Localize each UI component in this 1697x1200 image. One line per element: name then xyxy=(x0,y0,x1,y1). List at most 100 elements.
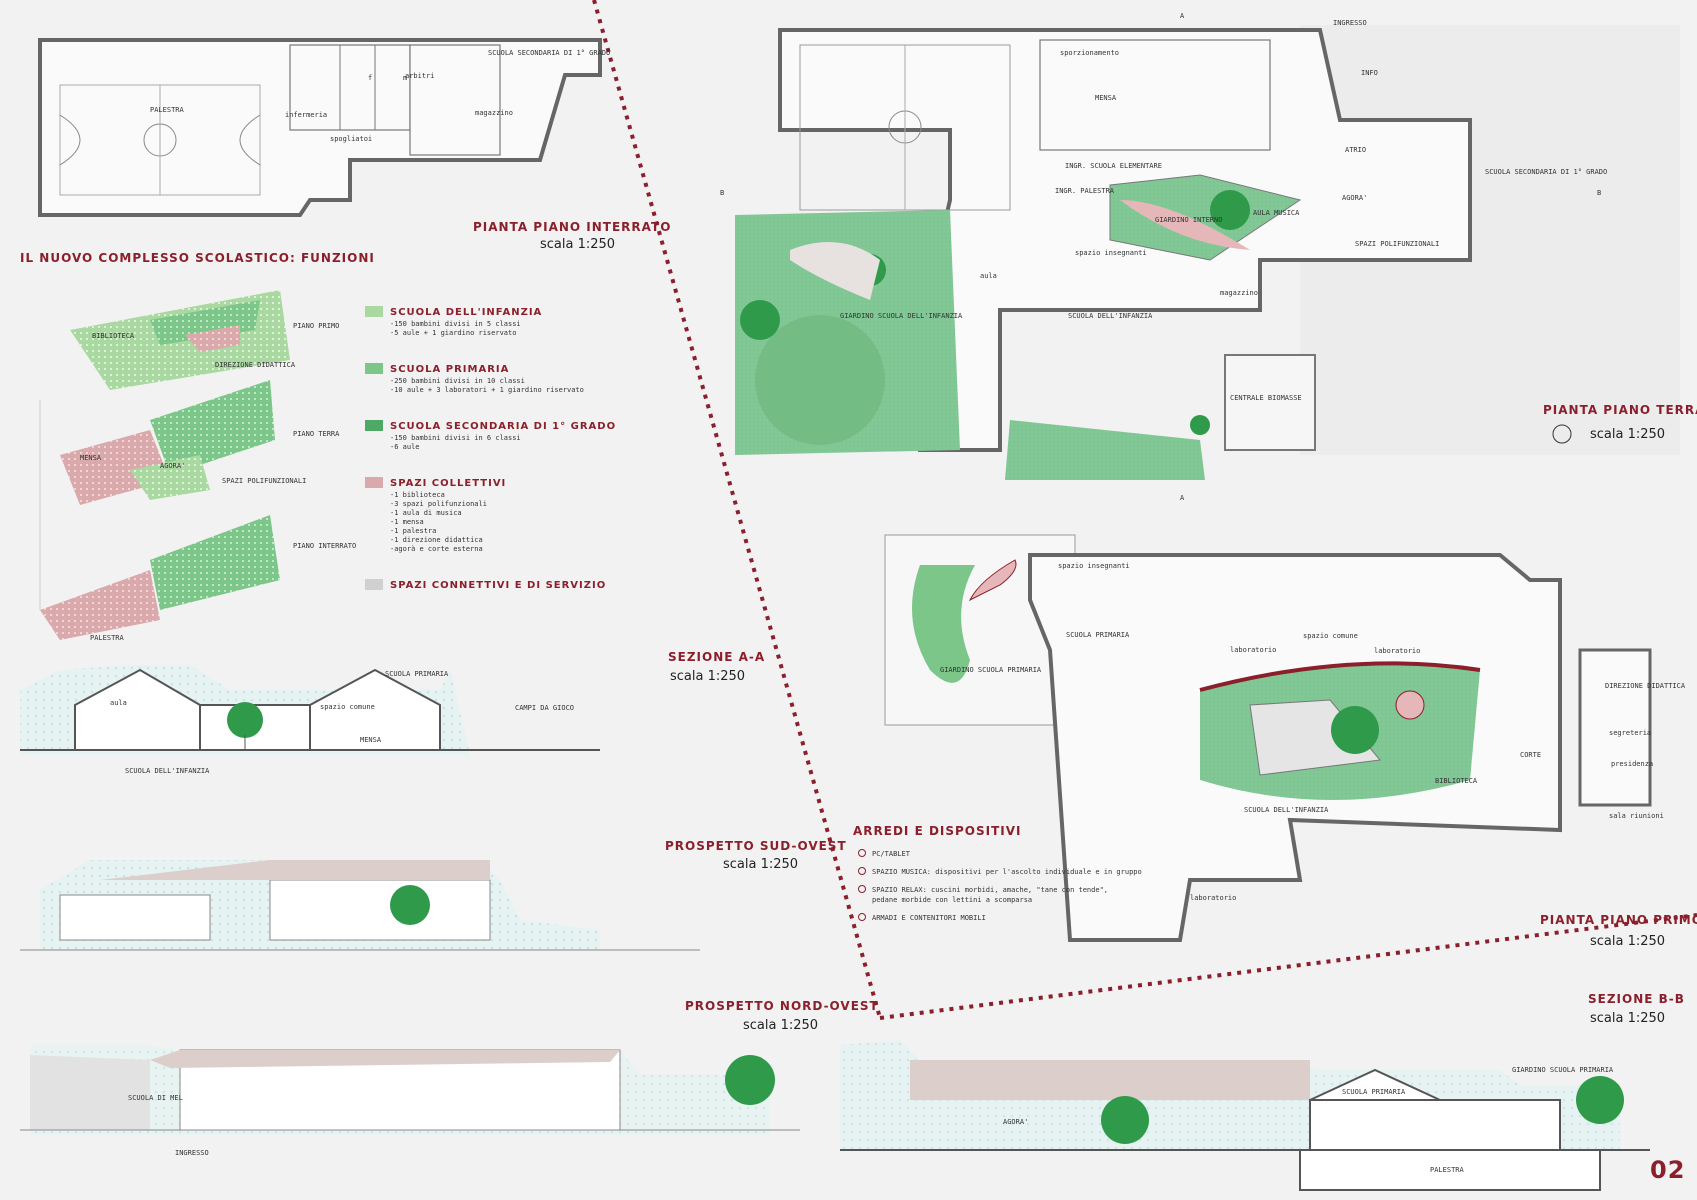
label-ingresso: INGRESSO xyxy=(1333,19,1367,27)
label-agora: AGORA' xyxy=(160,462,185,470)
scale-primo: scala 1:250 xyxy=(1590,934,1665,949)
label-sec-bb-primaria: SCUOLA PRIMARIA xyxy=(1342,1088,1406,1096)
legend-line: -10 aule + 3 laboratori + 1 giardino ris… xyxy=(390,386,584,394)
arredi-icon xyxy=(858,885,866,893)
label-sec-aa-primaria: SCUOLA PRIMARIA xyxy=(385,670,449,678)
title-sezione-bb: SEZIONE B-B xyxy=(1588,992,1685,1006)
label-spogliatoi: spogliatoi xyxy=(330,135,372,143)
arredi-item: SPAZIO RELAX: cuscini morbidi, amache, "… xyxy=(872,886,1108,894)
elevation-so xyxy=(20,860,700,951)
divider-line xyxy=(592,0,1697,1020)
label-ingr-elem: INGR. SCUOLA ELEMENTARE xyxy=(1065,162,1162,170)
label-corte: CORTE xyxy=(1520,751,1541,759)
label-aula-terra-1: aula xyxy=(980,272,997,280)
section-bb xyxy=(840,1040,1650,1191)
label-magazzino-terra: magazzino xyxy=(1220,289,1258,297)
label-sec-bb-palestra: PALESTRA xyxy=(1430,1166,1465,1174)
title-sezione-aa: SEZIONE A-A xyxy=(668,650,765,664)
label-m: m xyxy=(403,74,407,82)
plan-first xyxy=(884,534,1652,942)
label-aula-musica: AULA MUSICA xyxy=(1253,209,1300,217)
label-laboratorio-2: laboratorio xyxy=(1374,647,1420,655)
label-spazio-ins-primo: spazio insegnanti xyxy=(1058,562,1130,570)
legend-title-1: SCUOLA PRIMARIA xyxy=(390,364,509,375)
arredi-icon xyxy=(858,913,866,921)
label-magazzino: magazzino xyxy=(475,109,513,117)
legend-line: -1 aula di musica xyxy=(390,509,462,517)
label-scuola-sec: SCUOLA SECONDARIA DI 1° GRADO xyxy=(488,49,610,57)
title-arredi: ARREDI E DISPOSITIVI xyxy=(853,824,1022,838)
section-aa xyxy=(20,665,600,755)
label-a-top: A xyxy=(1180,12,1185,20)
legend-title-0: SCUOLA DELL'INFANZIA xyxy=(390,307,542,318)
arredi-item: PC/TABLET xyxy=(872,850,911,858)
label-a-bottom: A xyxy=(1180,494,1185,502)
plan-ground xyxy=(735,25,1680,480)
label-scuola-primaria-primo: SCUOLA PRIMARIA xyxy=(1066,631,1130,639)
legend-swatch-3 xyxy=(365,477,383,488)
section-bb-labels: GIARDINO SCUOLA PRIMARIA SCUOLA PRIMARIA… xyxy=(1003,1066,1614,1174)
first-labels: spazio insegnanti SCUOLA PRIMARIA spazio… xyxy=(940,562,1686,902)
label-prospetto-ingresso: INGRESSO xyxy=(175,1149,209,1157)
legend-line: -3 spazi polifunzionali xyxy=(390,500,487,508)
legend-line: -250 bambini divisi in 10 classi xyxy=(390,377,525,385)
label-f: f xyxy=(368,74,372,82)
scale-sezione-bb: scala 1:250 xyxy=(1590,1011,1665,1026)
label-direzione: DIREZIONE DIDATTICA xyxy=(215,361,296,369)
legend: SCUOLA DELL'INFANZIA -150 bambini divisi … xyxy=(365,306,616,591)
label-agora-terra: AGORA' xyxy=(1342,194,1367,202)
label-spazio-ins: spazio insegnanti xyxy=(1075,249,1147,257)
label-sec-aa-campi: CAMPI DA GIOCO xyxy=(515,704,574,712)
label-sec-aa-spazio-comune: spazio comune xyxy=(320,703,375,711)
label-laboratorio-1: laboratorio xyxy=(1230,646,1276,654)
page-number: 02 xyxy=(1650,1156,1685,1184)
arredi-icon xyxy=(858,849,866,857)
label-sec-aa-aula: aula xyxy=(110,699,127,707)
legend-swatch-4 xyxy=(365,579,383,590)
legend-line: -1 biblioteca xyxy=(390,491,445,499)
elevation-no xyxy=(20,1045,800,1135)
plan-basement xyxy=(38,38,602,217)
title-pianta-interrato: PIANTA PIANO INTERRATO xyxy=(473,220,671,234)
label-giardino-interno: GIARDINO INTERNO xyxy=(1155,216,1222,224)
label-piano-primo: PIANO PRIMO xyxy=(293,322,339,330)
legend-line: -5 aule + 1 giardino riservato xyxy=(390,329,516,337)
scale-terra: scala 1:250 xyxy=(1590,427,1665,442)
scale-sezione-aa: scala 1:250 xyxy=(670,669,745,684)
label-piano-interrato: PIANO INTERRATO xyxy=(293,542,356,550)
axonometry xyxy=(39,290,290,640)
legend-swatch-2 xyxy=(365,420,383,431)
label-sala-riunioni: sala riunioni xyxy=(1609,812,1664,820)
arredi-item: ARMADI E CONTENITORI MOBILI xyxy=(872,914,986,922)
scale-interrato: scala 1:250 xyxy=(540,237,615,252)
label-scuola-sec-terra: SCUOLA SECONDARIA DI 1° GRADO xyxy=(1485,168,1607,176)
legend-line: -1 palestra xyxy=(390,527,436,535)
label-sec-aa-mensa: MENSA xyxy=(360,736,382,744)
label-scuola-inf-primo: SCUOLA DELL'INFANZIA xyxy=(1244,806,1329,814)
legend-swatch-1 xyxy=(365,363,383,374)
ground-labels: INGRESSO INFO ATRIO sporzionamento MENSA… xyxy=(720,12,1607,502)
arredi-item: pedane morbide con lettini a scomparsa xyxy=(872,896,1032,904)
axon-labels: BIBLIOTECA DIREZIONE DIDATTICA MENSA AGO… xyxy=(80,322,356,642)
legend-line: -agorà e corte esterna xyxy=(390,545,483,553)
title-funzioni: IL NUOVO COMPLESSO SCOLASTICO: FUNZIONI xyxy=(20,251,375,265)
legend-title-3: SPAZI COLLETTIVI xyxy=(390,478,506,489)
label-prospetto-scuola: SCUOLA DI MEL xyxy=(128,1094,183,1102)
label-spazi-poli: SPAZI POLIFUNZIONALI xyxy=(222,477,306,485)
label-b-right: B xyxy=(1597,189,1601,197)
title-prospetto-no: PROSPETTO NORD-OVEST xyxy=(685,999,879,1013)
title-pianta-primo: PIANTA PIANO PRIMO xyxy=(1540,913,1697,927)
legend-title-2: SCUOLA SECONDARIA DI 1° GRADO xyxy=(390,421,616,432)
legend-line: -150 bambini divisi in 6 classi xyxy=(390,434,521,442)
label-piano-terra: PIANO TERRA xyxy=(293,430,340,438)
label-atrio: ATRIO xyxy=(1345,146,1366,154)
legend-line: -1 mensa xyxy=(390,518,424,526)
label-sec-bb-agora: AGORA' xyxy=(1003,1118,1028,1126)
basement-labels: PALESTRA infermeria spogliatoi arbitri m… xyxy=(150,49,610,143)
label-presidenza: presidenza xyxy=(1611,760,1653,768)
label-centrale: CENTRALE BIOMASSE xyxy=(1230,394,1302,402)
label-b-left: B xyxy=(720,189,724,197)
scale-prospetto-no: scala 1:250 xyxy=(743,1018,818,1033)
label-biblioteca-primo: BIBLIOTECA xyxy=(1435,777,1478,785)
